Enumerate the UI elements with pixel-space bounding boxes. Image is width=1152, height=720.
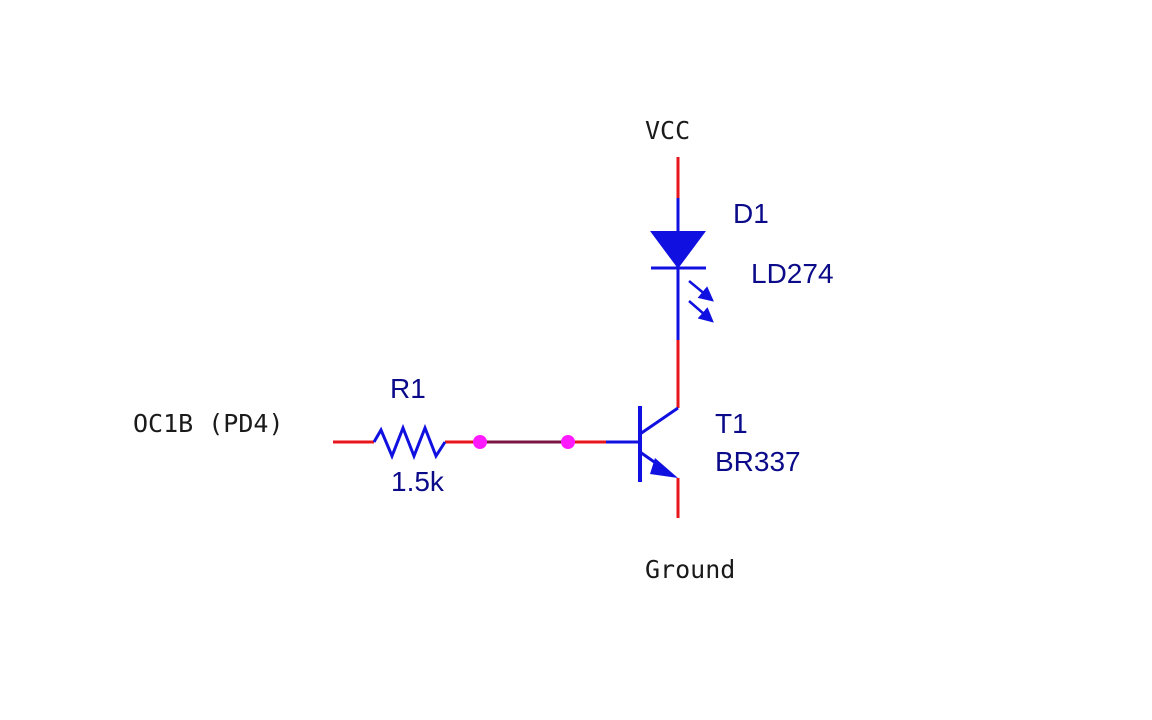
resistor-r1[interactable]: R1 1.5k <box>372 373 447 497</box>
d1-value: LD274 <box>751 258 834 289</box>
junction-dot-right <box>561 435 575 449</box>
r1-value: 1.5k <box>391 466 445 497</box>
diode-d1[interactable]: D1 LD274 <box>650 198 834 340</box>
t1-ref: T1 <box>715 408 748 439</box>
led-icon <box>650 198 714 340</box>
net-label-input: OC1B (PD4) <box>133 409 284 438</box>
r1-ref: R1 <box>390 373 426 404</box>
resistor-icon <box>372 423 447 461</box>
net-label-vcc: VCC <box>645 116 690 145</box>
d1-ref: D1 <box>733 198 769 229</box>
t1-value: BR337 <box>715 446 801 477</box>
wires <box>333 157 680 518</box>
junction-dot-left <box>473 435 487 449</box>
transistor-t1[interactable]: T1 BR337 <box>606 406 801 482</box>
net-label-ground: Ground <box>645 555 735 584</box>
npn-transistor-icon <box>606 406 679 482</box>
